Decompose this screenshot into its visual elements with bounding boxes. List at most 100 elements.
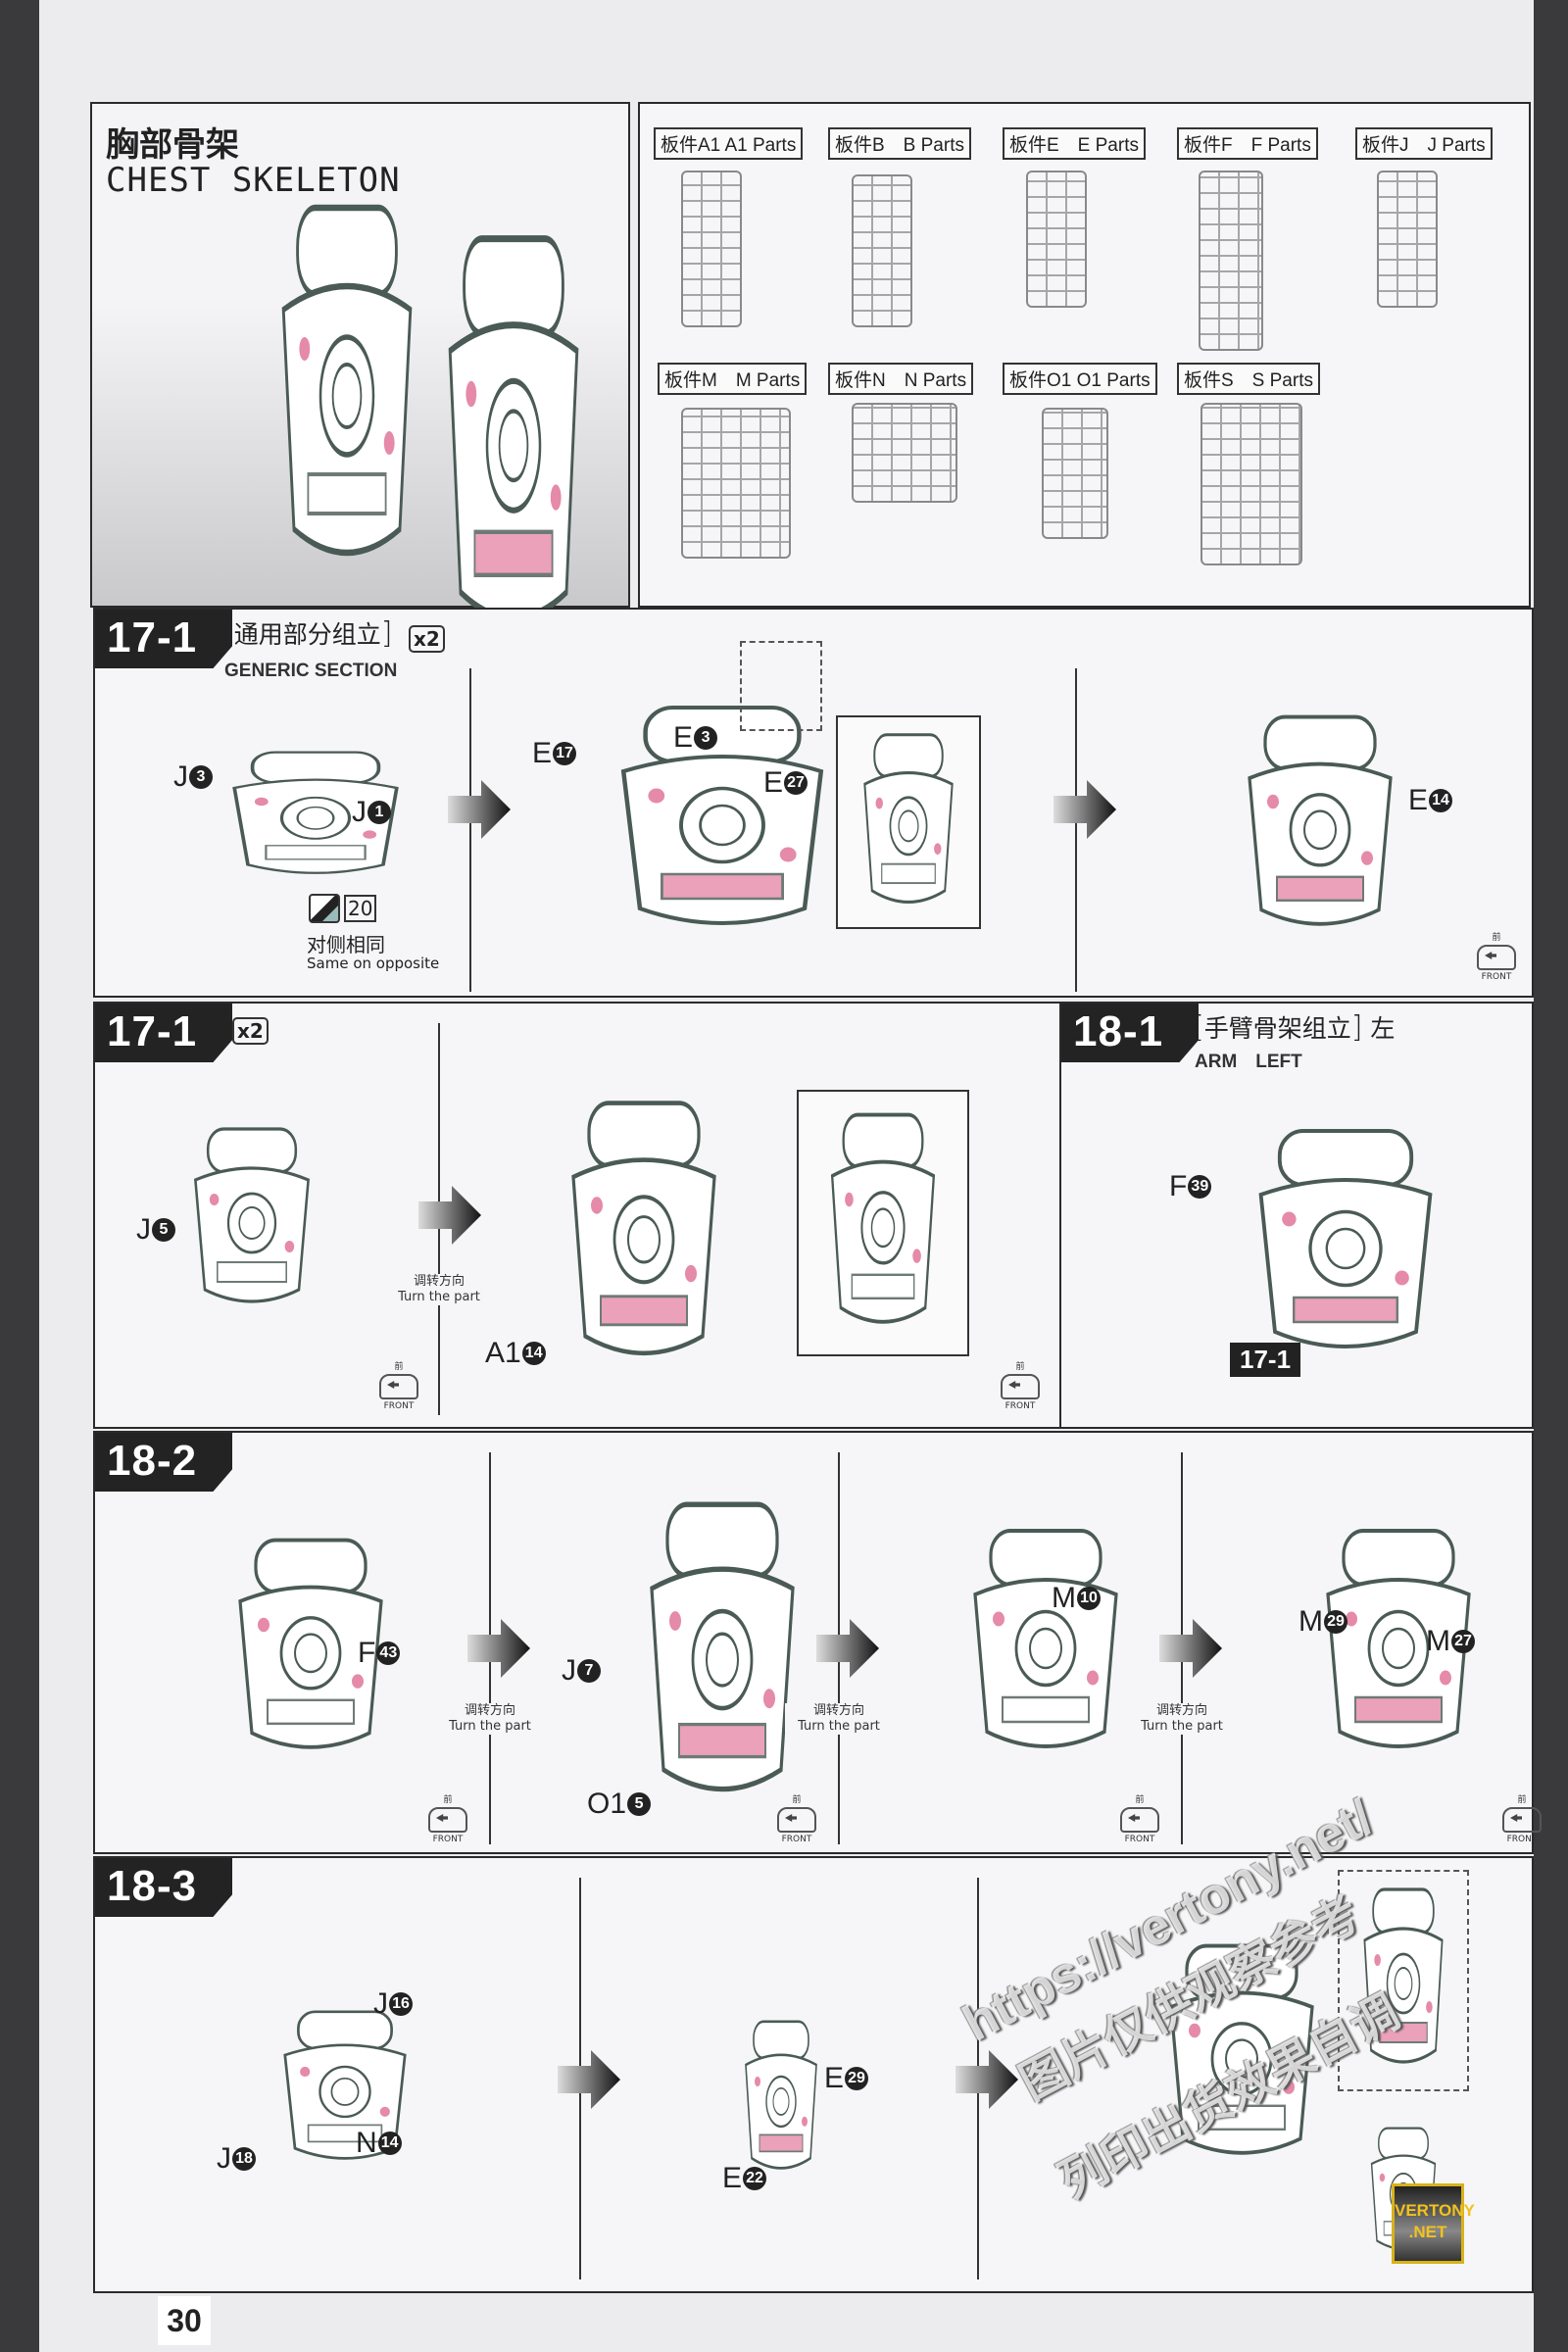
next-arrow-icon (1159, 1619, 1222, 1678)
part-illustration (848, 727, 969, 917)
part-illustration (262, 2005, 428, 2172)
detail-callout-box (1338, 1870, 1469, 2091)
tool-hint: 20 (309, 894, 377, 923)
next-arrow-icon (558, 2050, 620, 2109)
section-title-cn: 胸部骨架 (106, 125, 239, 165)
runner-a1-image (681, 171, 742, 327)
runner-e-image (1026, 171, 1087, 308)
note-en: Same on opposite (307, 955, 440, 972)
runner-label: 板件O1 O1 Parts (1003, 363, 1157, 395)
next-arrow-icon (956, 2050, 1018, 2109)
detail-view-box (836, 715, 981, 929)
part-illustration (1300, 1521, 1496, 1766)
runner-label: 板件E E Parts (1003, 127, 1146, 160)
reference-step-badge: 17-1 (1230, 1343, 1301, 1377)
runner-n-image (852, 403, 957, 503)
vertony-logo: VERTONY.NET (1392, 2183, 1475, 2264)
part-illustration (1222, 708, 1418, 943)
step-title-en: ARM LEFT (1195, 1052, 1302, 1072)
part-illustration (624, 1492, 820, 1815)
part-illustration (1228, 1121, 1463, 1366)
section-title-en: CHEST SKELETON (106, 161, 401, 200)
step-number: 17-1 (95, 1004, 233, 1062)
runner-j-image (1377, 171, 1438, 308)
next-arrow-icon (448, 780, 511, 839)
part-illustration (203, 747, 428, 884)
part-illustration (585, 698, 859, 943)
next-arrow-icon (418, 1186, 481, 1245)
runner-label: 板件N N Parts (828, 363, 974, 395)
next-arrow-icon (1054, 780, 1116, 839)
part-illustration (173, 1121, 330, 1317)
runner-label: 板件S S Parts (1177, 363, 1320, 395)
detail-view-box (797, 1090, 969, 1356)
part-illustration (1349, 1882, 1457, 2078)
part-illustration (732, 2015, 830, 2181)
step-number: 17-1 (95, 610, 233, 668)
chest-skeleton-illustration (425, 221, 602, 653)
quantity-badge: x2 (232, 1017, 269, 1045)
runner-m-image (681, 408, 791, 559)
step-number: 18-2 (95, 1433, 233, 1492)
step-number: 18-1 (1061, 1004, 1200, 1062)
runner-f-image (1199, 171, 1263, 351)
section-header-panel: 胸部骨架 CHEST SKELETON (90, 102, 630, 622)
step-title-en: GENERIC SECTION (224, 661, 398, 681)
step-title-cn: [通用部分组立] (222, 616, 393, 651)
runner-label: 板件M M Parts (658, 363, 808, 395)
page-number: 30 (158, 2296, 211, 2345)
part-illustration (546, 1092, 742, 1376)
divider (1075, 668, 1077, 992)
part-illustration (1144, 1936, 1340, 2172)
divider (469, 668, 471, 992)
chest-skeleton-illustration (259, 192, 435, 584)
runner-o1-image (1042, 408, 1108, 539)
quantity-badge: x2 (409, 625, 445, 653)
part-illustration (948, 1521, 1144, 1766)
runner-s-image (1200, 403, 1302, 565)
runner-b-image (852, 174, 912, 327)
nipper-icon (309, 894, 340, 923)
note-cn: 对侧相同 (307, 933, 385, 956)
runners-panel: 板件A1 A1 Parts 板件B B Parts 板件E E Parts 板件… (638, 102, 1531, 608)
part-illustration (213, 1531, 409, 1766)
runner-label: 板件A1 A1 Parts (654, 127, 804, 160)
part-illustration (812, 1105, 954, 1341)
runner-label: 板件J J Parts (1355, 127, 1493, 160)
